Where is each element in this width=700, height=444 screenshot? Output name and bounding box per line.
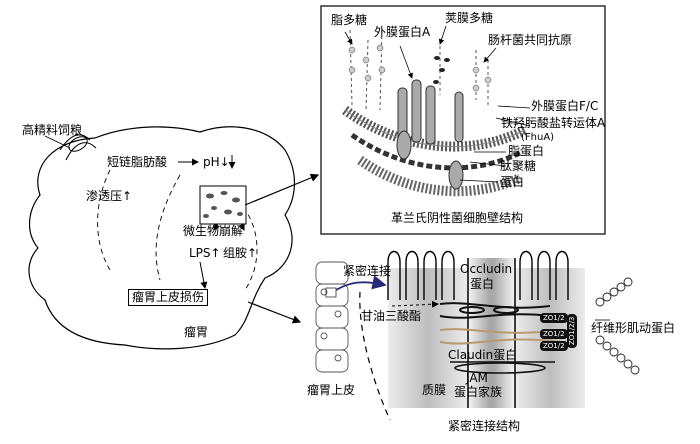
capsule-beads — [433, 56, 450, 84]
inner-membrane — [357, 155, 523, 197]
actin-label: 纤维形肌动蛋白 — [591, 321, 676, 335]
cellwall-title: 革兰氏阴性菌细胞壁结构 — [391, 211, 524, 225]
rumen-outline — [28, 126, 296, 350]
ompa-label: 外膜蛋白A — [374, 25, 431, 39]
microbe-label: 微生物崩解 — [183, 224, 244, 238]
occludin-strands — [439, 302, 551, 319]
lps-text: LPS — [189, 246, 211, 260]
capsular-label: 荚膜多糖 — [445, 11, 494, 25]
ph-label: pH↓ — [203, 156, 230, 169]
feed-label: 高精料饲粮 — [22, 123, 83, 137]
osmotic-up-arrow: ↑ — [122, 189, 133, 203]
damage-label: 瘤胃上皮损伤 — [128, 289, 209, 306]
jam-family-label: 蛋白家族 — [454, 385, 503, 399]
lps-up-arrow: ↑ — [210, 246, 221, 260]
rumen-epithelium-label: 瘤胃上皮 — [307, 383, 356, 397]
peptidoglycan-label: 肽聚糖 — [500, 159, 537, 173]
feed-tube-opening — [68, 136, 88, 152]
histamine-label: 组胺↑ — [223, 247, 257, 260]
lps-label: LPS↑ — [189, 247, 221, 260]
osmotic-text: 渗透压 — [86, 189, 123, 203]
protein-label: 蛋白 — [500, 175, 525, 189]
lps-structure-label: 脂多糖 — [331, 13, 368, 27]
claudin-label: Claudin蛋白 — [448, 348, 518, 362]
ecc-antigen-label: 肠杆菌共同抗原 — [488, 33, 573, 47]
zo-badge-vertical: ZO1/2/3 — [567, 313, 577, 348]
arrow-to-cellwall — [244, 173, 320, 206]
microbe-dots — [203, 191, 243, 218]
actin-chain — [595, 277, 640, 375]
histamine-text: 组胺 — [223, 246, 248, 260]
epithelium-cells — [315, 261, 349, 373]
zoom-arrow — [335, 275, 387, 291]
tight-junction-label: 紧密连接 — [343, 264, 392, 278]
rumen-label: 瘤胃 — [184, 325, 209, 339]
peptidoglycan-layer — [350, 132, 524, 171]
ph-down-arrow: ↓ — [219, 155, 230, 169]
ompfc-label: 外膜蛋白F/C — [531, 99, 599, 113]
ph-text: pH — [203, 155, 220, 169]
histamine-up-arrow: ↑ — [247, 246, 258, 260]
lipoprotein-label: 脂蛋白 — [508, 144, 545, 158]
zo-badge-low: ZO1/2 — [540, 341, 568, 351]
microbe-box — [199, 185, 247, 225]
rumen-dashed-path — [97, 169, 181, 281]
triglyceride-label: 甘油三酸酯 — [361, 309, 422, 323]
jam-strands — [450, 361, 555, 374]
microvilli-right — [519, 250, 569, 300]
jam-label: JAM — [466, 371, 488, 385]
porin-proteins — [396, 79, 464, 190]
cellwall-leaders — [344, 25, 531, 183]
membrane-label: 质膜 — [422, 383, 447, 397]
occludin-label: Occludin — [460, 262, 513, 276]
microvilli-left — [387, 250, 455, 300]
fhua-label: 铁羟肟酸盐转运体A — [501, 116, 606, 130]
occludin-protein-label: 蛋白 — [470, 277, 495, 291]
osmotic-label: 渗透压↑ — [86, 190, 132, 203]
scfa-label: 短链脂肪酸 — [107, 155, 168, 169]
feed-tube — [59, 134, 97, 161]
tight-junction-title: 紧密连接结构 — [448, 419, 521, 433]
zo-badge-top: ZO1/2 — [540, 313, 568, 323]
arrow-to-junction — [247, 301, 302, 324]
zo-badge-mid: ZO1/2 — [540, 329, 568, 339]
fhua-abbr-label: (FhuA) — [521, 132, 555, 143]
lps-beads — [348, 44, 492, 92]
